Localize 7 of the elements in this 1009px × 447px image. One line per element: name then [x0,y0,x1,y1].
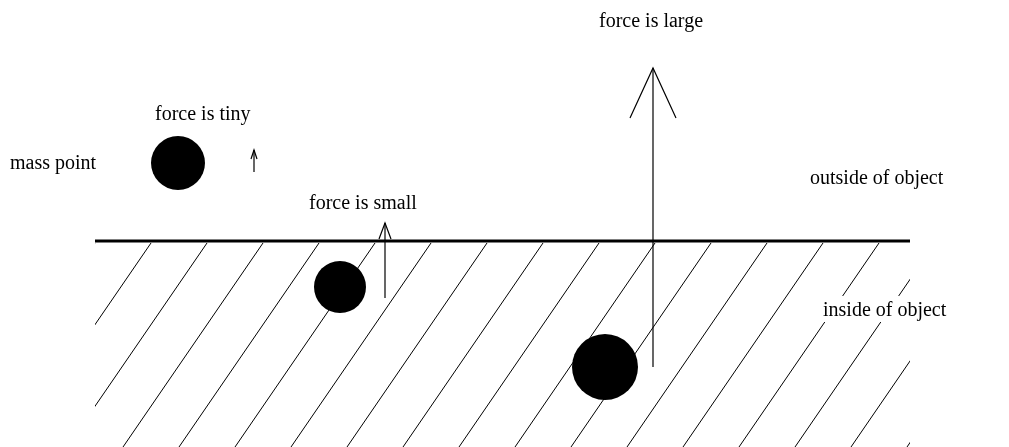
annotation-text: outside of object [810,166,944,188]
annotation-text: force is large [599,9,704,31]
node-label: mass point [10,151,97,173]
annotation-text: force is tiny [155,102,251,124]
mass-point-circle [151,136,205,190]
mass-point-circle [314,261,366,313]
annotation-text: force is small [309,191,417,213]
